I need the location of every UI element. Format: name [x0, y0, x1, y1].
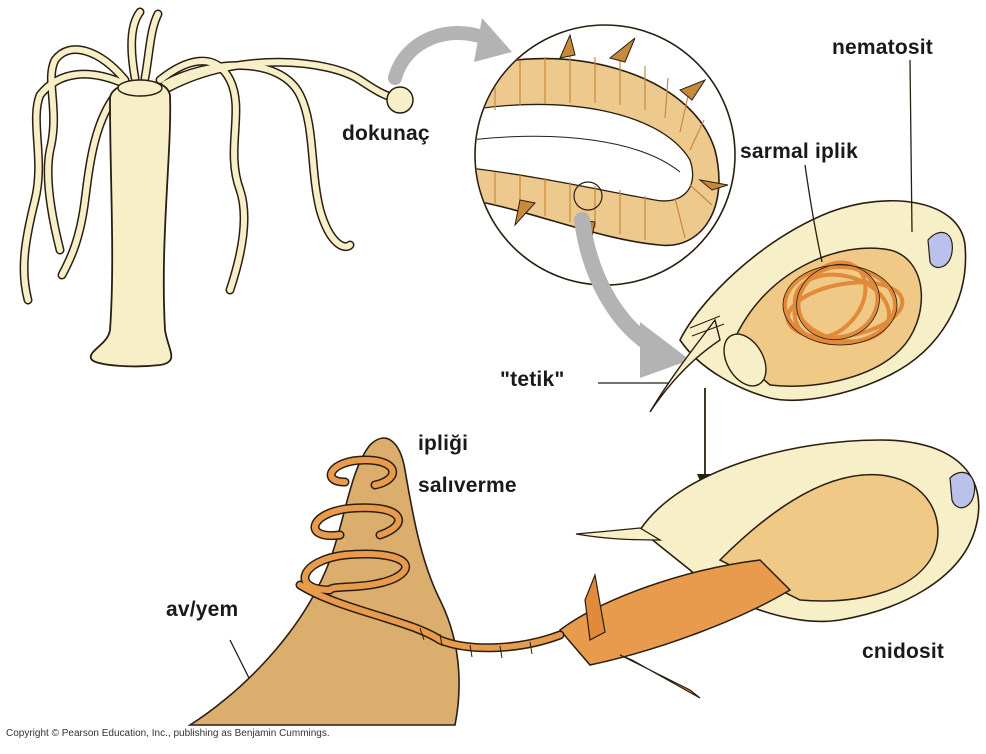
prey-label: av/yem [166, 598, 238, 622]
zoom-arrow-1 [395, 18, 512, 78]
hydra-illustration [24, 12, 395, 366]
nucleus-2 [950, 472, 975, 507]
nucleus-1 [928, 232, 952, 267]
coiled-thread-label: sarmal iplik [740, 140, 858, 164]
cnidocyte-label: cnidosit [862, 640, 944, 664]
tentacle-label: dokunaç [342, 122, 430, 146]
thread-discharge-label-2: salıverme [418, 474, 517, 498]
thread-discharge-label-1: ipliği [418, 432, 468, 456]
hydra-tentacles [24, 12, 395, 300]
trigger-label: "tetik" [500, 368, 565, 392]
copyright-notice: Copyright © Pearson Education, Inc., pub… [6, 728, 330, 739]
magnified-tentacle [470, 25, 735, 285]
nematocyst-label: nematosit [832, 36, 933, 60]
hydra-mouth [118, 80, 162, 96]
tentacle-zoom-circle [387, 87, 413, 113]
